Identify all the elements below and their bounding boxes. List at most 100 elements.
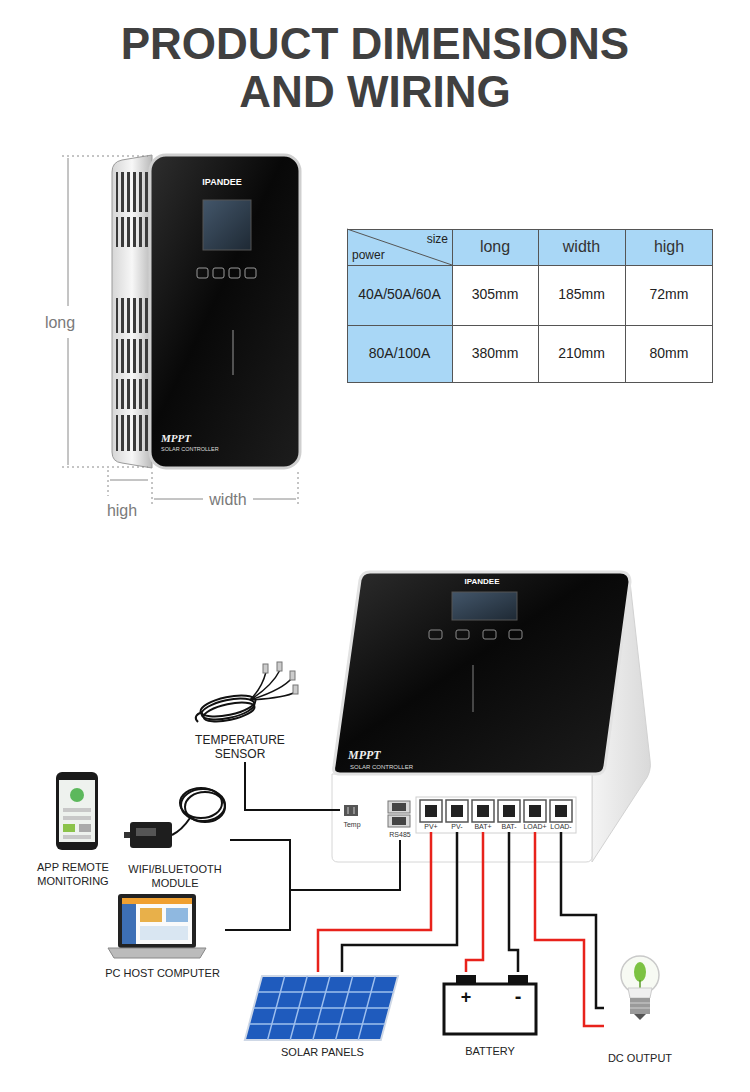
component-label-holder: BATTERY: [438, 1044, 542, 1058]
battery-picture: [444, 984, 536, 1034]
controller-body: [529, 805, 541, 817]
wire: [342, 832, 457, 972]
laptop-picture: [122, 898, 192, 944]
wifi-module-picture: [172, 788, 225, 835]
laptop-picture: [140, 908, 162, 922]
controller-body: [392, 803, 406, 811]
size-table: [538, 229, 539, 383]
table-header-holder: high: [625, 237, 713, 257]
phone-picture: [56, 772, 98, 850]
table-cell-holder: 210mm: [538, 345, 625, 363]
table-header-holder: power: [352, 248, 402, 263]
controller-body: [555, 805, 567, 817]
controller-label: MPPT: [348, 748, 381, 762]
bulb-picture: [628, 988, 652, 998]
controller-front-view: [112, 155, 152, 468]
table-cell: 80A/100A: [369, 345, 431, 361]
terminal-label: LOAD+: [523, 823, 546, 830]
component-label-holder: +: [456, 986, 476, 1009]
table-cell-holder: 40A/50A/60A: [347, 286, 452, 304]
size-table: [625, 229, 626, 383]
phone-picture: [79, 824, 91, 832]
controller-body: [452, 592, 517, 620]
wifi-module-picture: [124, 832, 130, 838]
temperature-sensor-picture: [250, 678, 292, 700]
terminal-label: BAT-: [501, 823, 516, 830]
dimension-lines: [68, 158, 69, 306]
dimension-label-holder: width: [200, 490, 256, 510]
wifi-module-picture: [181, 789, 225, 821]
controller-front-view: [112, 155, 300, 468]
component-label: DC OUTPUT: [608, 1052, 672, 1064]
dimension-label-holder: long: [38, 313, 82, 333]
controller: IPANDEEMPPTSOLAR CONTROLLERTempRS485PV+P…: [330, 570, 652, 862]
phone-picture: [59, 780, 95, 842]
component-label-holder: SOLAR PANELS: [240, 1045, 405, 1059]
controller-body: [483, 630, 496, 639]
component-label: BATTERY: [465, 1045, 515, 1057]
wifi-module-picture: [172, 818, 190, 835]
controller-front-view: [116, 379, 148, 409]
controller-front-view: [116, 298, 148, 333]
table-cell-holder: 80A/100A: [347, 345, 452, 363]
component: TEMPERATURE SENSOR: [180, 655, 300, 762]
table-cell-holder: 185mm: [538, 286, 625, 304]
wire: [245, 762, 340, 810]
controller-label-holder: MPPT: [348, 748, 408, 763]
size-table: [452, 229, 453, 383]
bulb-picture: [634, 962, 646, 982]
controller-body: [429, 630, 442, 639]
port-label: Temp: [343, 821, 360, 828]
controller-front-view: [203, 200, 251, 250]
table-header: high: [654, 238, 684, 255]
component-label: SOLAR PANELS: [281, 1046, 364, 1058]
wire: [561, 832, 604, 1008]
laptop-picture: [140, 926, 188, 940]
temperature-sensor-picture: [293, 685, 298, 694]
component-label-holder: -: [508, 984, 528, 1009]
table-cell: 40A/50A/60A: [358, 286, 441, 302]
controller-body: [420, 800, 442, 822]
temperature-sensor-picture: [196, 712, 202, 722]
controller-front-view: [213, 268, 224, 278]
terminal-label: BAT+: [474, 823, 491, 830]
controller-front-label-holder: MPPT: [161, 432, 211, 446]
wire: [230, 840, 400, 890]
dimension-lines: [154, 499, 203, 500]
controller-front-label: MPPT: [161, 432, 191, 444]
table-cell: 210mm: [558, 345, 605, 361]
terminal: PV+: [418, 798, 444, 832]
controller-front-view: [116, 172, 148, 212]
controller-front-view: [150, 155, 300, 468]
dimension-label-holder: high: [100, 501, 144, 521]
size-table: [347, 229, 713, 265]
terminal: BAT+: [470, 798, 496, 832]
temperature-sensor-picture: [250, 692, 296, 700]
component: SOLAR PANELS: [240, 972, 405, 1062]
terminal: LOAD+: [522, 798, 548, 832]
battery-picture: [444, 975, 536, 1034]
terminal-label-holder: LOAD+: [522, 823, 548, 832]
controller-body: [334, 572, 630, 774]
controller-body: [509, 630, 522, 639]
table-header-holder: size: [400, 232, 448, 247]
table-header: power: [352, 248, 385, 262]
controller-front-label: SOLAR CONTROLLER: [161, 446, 219, 452]
phone-picture: [70, 788, 84, 802]
component-label-holder: PC HOST COMPUTER: [100, 966, 225, 980]
dimension-lines: [108, 470, 109, 496]
component-label: -: [515, 985, 522, 1007]
table-cell: 305mm: [472, 286, 519, 302]
table-cell: 185mm: [558, 286, 605, 302]
controller-label: SOLAR CONTROLLER: [350, 764, 413, 770]
component-label: TEMPERATURE SENSOR: [195, 733, 285, 761]
laptop-picture: [108, 948, 206, 958]
table-header: width: [563, 238, 600, 255]
table-cell-holder: 380mm: [452, 345, 538, 363]
table-cell-holder: 72mm: [625, 286, 713, 304]
laptop-picture: [122, 904, 136, 944]
terminal-label: PV+: [424, 823, 437, 830]
phone-picture: [63, 835, 91, 839]
